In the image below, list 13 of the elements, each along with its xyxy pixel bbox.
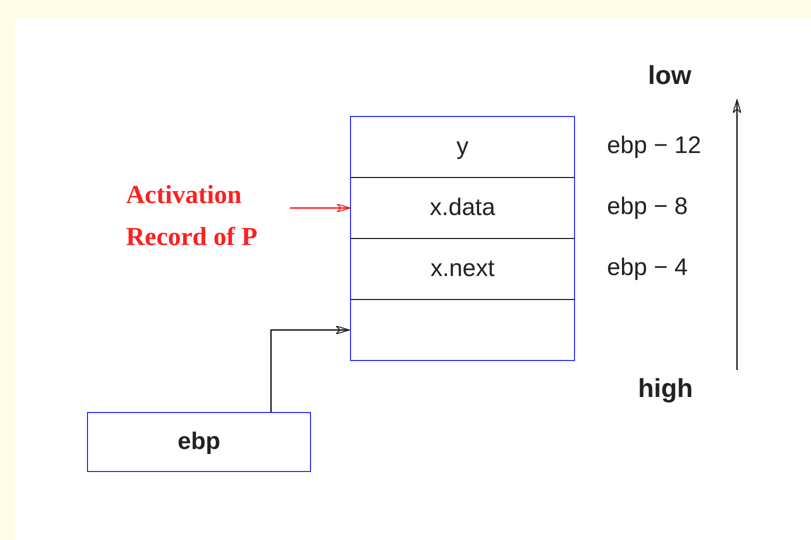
stack-cell: x.data (350, 177, 575, 239)
stack-cell (350, 299, 575, 361)
activation-record-label: Activation Record of P (126, 178, 296, 254)
direction-label: high (638, 373, 693, 404)
stack-cell: x.next (350, 238, 575, 300)
offset-label: ebp − 8 (607, 193, 688, 221)
offset-label: ebp − 12 (607, 132, 702, 160)
stack-cell: y (350, 116, 575, 178)
direction-label: low (648, 60, 692, 91)
register-box: ebp (87, 412, 311, 472)
arrow (270, 326, 350, 412)
arrow (290, 204, 350, 212)
offset-label: ebp − 4 (607, 254, 688, 282)
